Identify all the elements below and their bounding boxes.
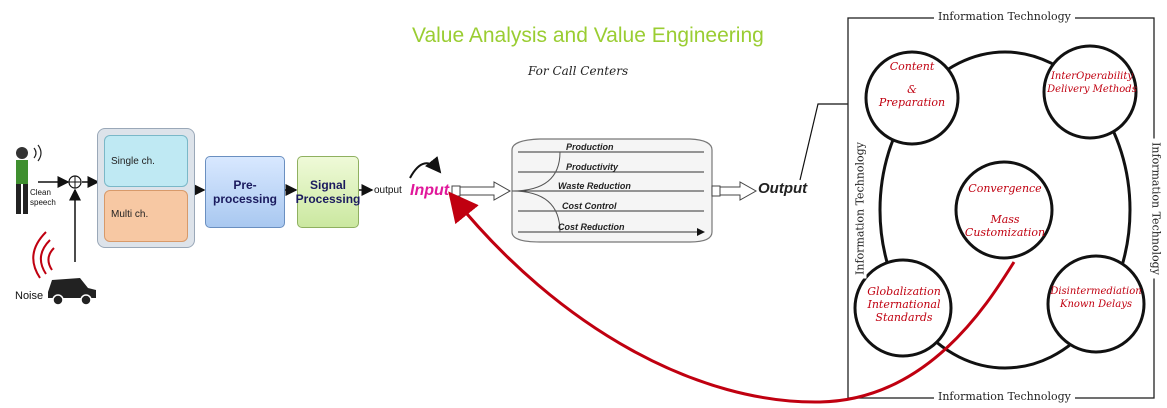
funnel-row-waste-reduction: Waste Reduction (558, 181, 631, 191)
it-bottom-label: Information Technology (934, 390, 1075, 403)
interop-line-2: Delivery Methods (1047, 84, 1137, 95)
content-circle (864, 50, 960, 146)
single-channel-label: Single ch. (111, 156, 155, 167)
output-label: Output (758, 180, 808, 197)
global-line-3: Standards (875, 311, 933, 324)
disinter-line-2: Known Delays (1060, 299, 1132, 310)
sum-junction-icon (68, 175, 82, 189)
content-line-3: Preparation (878, 96, 946, 109)
global-line-1: Globalization (867, 285, 941, 298)
preprocessing-label: Pre-processing (212, 178, 278, 206)
diagram-subtitle: For Call Centers (528, 64, 629, 78)
funnel-row-cost-reduction: Cost Reduction (558, 222, 625, 232)
speaker-person-icon (16, 144, 42, 214)
integration-ring (878, 50, 1132, 370)
signal-processing-label: Signal Processing (295, 178, 361, 206)
multi-channel-box: Multi ch. (104, 190, 188, 242)
globalization-text: Globalization International Standards (855, 285, 953, 324)
it-right-label: Information Technology (1149, 138, 1163, 279)
multi-channel-label: Multi ch. (111, 209, 149, 220)
content-line-1: Content (889, 60, 935, 73)
funnel-row-production: Production (566, 142, 614, 152)
convergence-line-1: Convergence (968, 182, 1042, 195)
single-channel-box: Single ch. (104, 135, 188, 187)
convergence-line-2: Mass Customization (964, 213, 1046, 239)
clean-speech-label: Clean speech (30, 188, 56, 207)
funnel-row-productivity: Productivity (566, 162, 619, 172)
it-top-label: Information Technology (934, 10, 1075, 23)
preprocessing-block: Pre-processing (205, 156, 285, 228)
input-connector (451, 181, 512, 201)
diagram-title: Value Analysis and Value Engineering (412, 24, 764, 47)
funnel-row-cost-control: Cost Control (562, 201, 617, 211)
interop-circle (1042, 44, 1138, 140)
disinter-line-1: Disintermediation (1050, 286, 1142, 297)
global-line-2: International (867, 298, 941, 311)
noise-label: Noise (15, 290, 44, 302)
interop-text: InterOperability Delivery Methods (1044, 70, 1140, 96)
globalization-circle (853, 258, 953, 358)
car-icon (48, 278, 96, 306)
content-line-2: & (907, 83, 917, 96)
it-left-label: Information Technology (853, 138, 867, 279)
noise-waves-icon (32, 231, 55, 279)
signal-processing-block: Signal Processing (295, 156, 361, 228)
interop-line-1: InterOperability (1050, 71, 1134, 82)
output-small-label: output (374, 185, 402, 196)
process-funnel (511, 138, 713, 243)
feedback-arrow (448, 191, 1016, 404)
output-connector (711, 181, 758, 201)
loop-arrow (409, 156, 442, 179)
convergence-text: Convergence Mass Customization (956, 182, 1054, 239)
disintermediation-circle (1046, 254, 1146, 354)
convergence-circle (954, 160, 1054, 260)
input-label: Input (410, 182, 450, 199)
content-text: Content & Preparation (866, 60, 958, 109)
disintermediation-text: Disintermediation Known Delays (1046, 285, 1146, 311)
